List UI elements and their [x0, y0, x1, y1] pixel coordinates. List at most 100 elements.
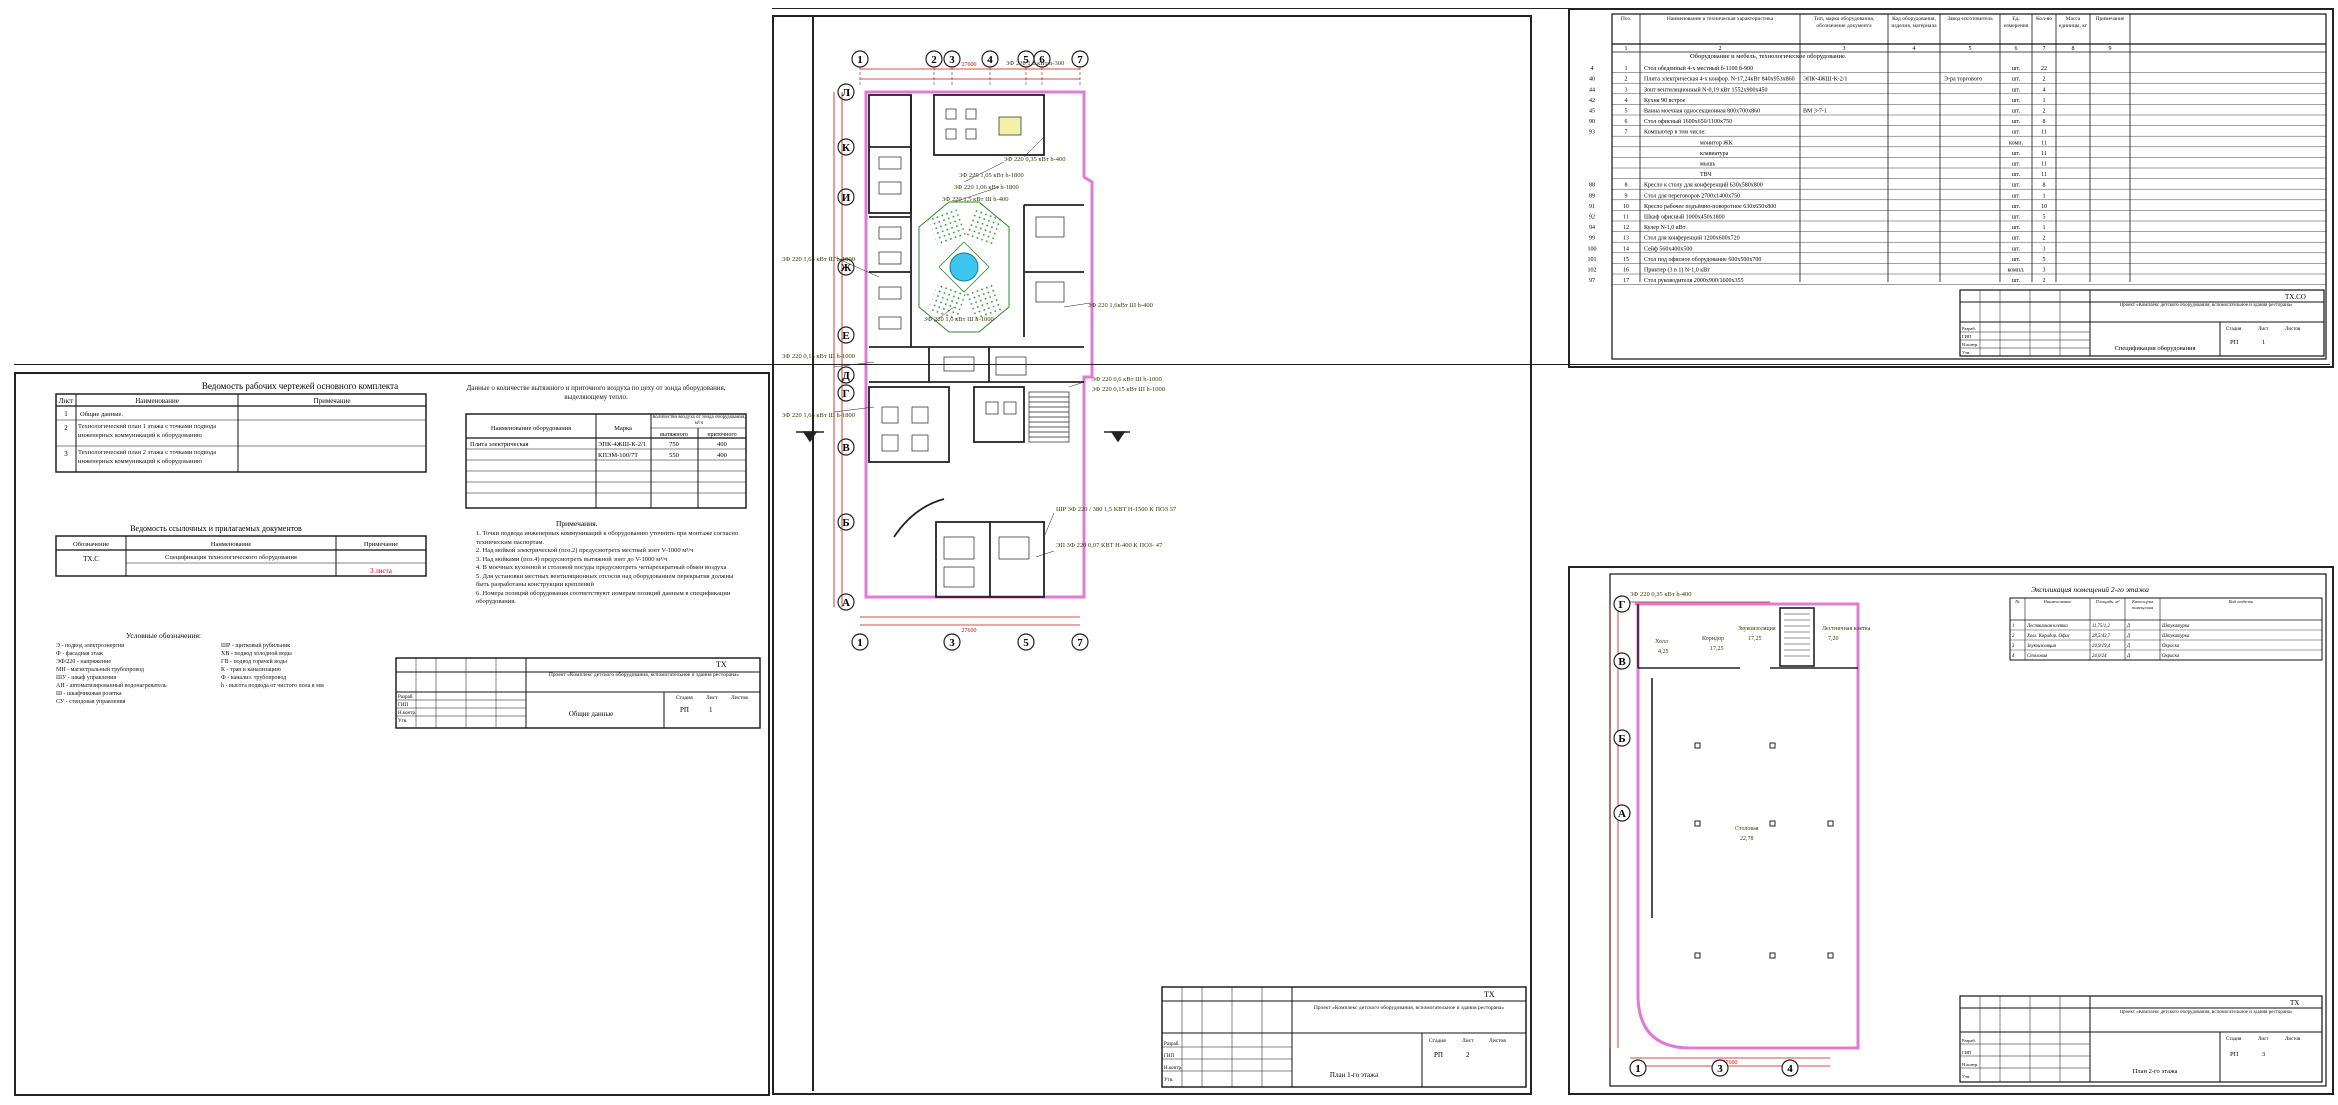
- callout-13: ШР 3Ф 220 / 380 1,5 КВТ Н-1500 К ПОЗ 37: [1056, 506, 1177, 513]
- axis-left-label: Е: [842, 330, 849, 342]
- spec-qty: 5: [2043, 215, 2046, 221]
- spec-unit: шт.: [2012, 215, 2021, 221]
- spec-name: Стол под офисное оборудование 600х500х70…: [1644, 256, 1761, 263]
- room-area-corridor: 17,25: [1710, 646, 1724, 652]
- spec-header-text: Ед. измерения: [2003, 16, 2029, 29]
- legend-item: h - высота подвода от чистого пола в мм: [221, 683, 324, 689]
- spec-unit: шт.: [2012, 77, 2021, 83]
- stamp-stage: РП: [2230, 1051, 2239, 1058]
- explication-cell: 1: [2012, 624, 2014, 629]
- stamp-sheet-title: Спецификация оборудования: [2114, 345, 2195, 352]
- legend-item: АН - автоматизированный водонагреватель: [56, 683, 167, 689]
- spec-left-code: 94: [1589, 225, 1595, 231]
- spec-unit: шт.: [2012, 246, 2021, 252]
- spec-left-code: 93: [1589, 130, 1595, 136]
- spec-name: Стол руководителя 2000х900/1600х355: [1644, 278, 1744, 284]
- title-block: ТХ Проект «Комплекс детского оборудовани…: [1161, 986, 1527, 1088]
- spec-qty: 11: [2041, 172, 2047, 178]
- spec-qty: 8: [2043, 183, 2046, 189]
- plan2-top-callout: 3Ф 220 0,35 кВт h-400: [1630, 591, 1692, 598]
- legend-item: Ф - канализ. трубопровод: [221, 675, 287, 681]
- room-label-sound: Звукоизоляция: [1738, 626, 1776, 632]
- furniture: [878, 108, 1065, 588]
- spec-unit: шт.: [2012, 130, 2021, 136]
- plan2-axis-left-label: В: [1618, 656, 1626, 668]
- spec-unit: шт.: [2012, 119, 2021, 125]
- overall-dim-bottom: 27600: [962, 628, 977, 634]
- spec-qty: 2: [2043, 236, 2046, 242]
- spec-mark: ЭПК-4ЖШ-К-2/1: [1803, 77, 1847, 83]
- stamp-code: ТХ: [2290, 999, 2299, 1007]
- air-h2: Марка: [614, 425, 632, 432]
- explication-header-cell: Площадь, м²: [2095, 599, 2119, 604]
- notes-list: 1. Точки подвода инженерных коммуникаций…: [476, 530, 746, 607]
- stamp-row: ГИП: [1164, 1054, 1175, 1059]
- explication-cell: Д: [2126, 654, 2131, 659]
- callout-5: 3Ф 220 1,5 кВт Ш h-400: [942, 196, 1008, 203]
- explication-cell: Столовая: [2027, 654, 2048, 659]
- spec-left-code: 102: [1588, 268, 1597, 274]
- stamp-label-stage: Стадия: [2226, 1037, 2242, 1042]
- stamp-sheet-title: План 1-го этажа: [1330, 1071, 1379, 1079]
- stamp-label-sheets: Листов: [2285, 1037, 2301, 1042]
- air-h1: Наименование оборудования: [491, 425, 571, 432]
- drawings-table-title: Ведомость рабочих чертежей основного ком…: [202, 381, 398, 391]
- stamp-row: Утв.: [398, 719, 407, 724]
- explication-cell: 2: [2012, 634, 2015, 639]
- axis-top-label: 7: [1077, 54, 1083, 66]
- spec-pos: 17: [1623, 278, 1629, 284]
- overall-dim-top: 27600: [962, 62, 977, 68]
- callout-7: 3Ф 220 1,0 кВт Ш h-1000: [924, 316, 994, 323]
- room-area-hall: 4,25: [1658, 649, 1669, 655]
- drawing-row-2-n: 2: [64, 424, 68, 432]
- plan2-axis-bottom-label-circle: [1629, 1059, 1647, 1077]
- legend-item: Ф - фасадная этаж: [56, 651, 103, 657]
- spec-name: Шкаф офисный 1000х450х1800: [1644, 214, 1725, 221]
- spec-qty: 3: [2043, 246, 2046, 252]
- stamp-code: ТХ: [716, 660, 727, 669]
- room-area-sound: 17,25: [1748, 636, 1762, 642]
- callouts: 3Ф 220 1,0 кВт h-300 3Ф 220 1,05 кВт h-1…: [782, 60, 1177, 549]
- stamp-row: Утв.: [1962, 1074, 1970, 1079]
- spec-unit: шт.: [2012, 162, 2021, 168]
- spec-qty: 8: [2043, 119, 2046, 125]
- stamp-label-sheet: Лист: [706, 695, 718, 701]
- spec-qty: 2: [2043, 77, 2046, 83]
- air-table: [465, 413, 747, 509]
- room-area-dining: 22,78: [1740, 836, 1754, 842]
- explication-cell: 11,75/1,2: [2092, 624, 2110, 629]
- spec-header-text: Кол-во: [2036, 16, 2052, 22]
- docs-row-name: Спецификация технологического оборудован…: [165, 554, 297, 561]
- explication-header-text: Категория помещения: [2131, 599, 2154, 610]
- spec-col-number: 5: [1969, 46, 1972, 52]
- spec-pos: 1: [1625, 66, 1628, 72]
- air-h3: Количество воздуха от зонда оборудования…: [652, 415, 746, 426]
- spec-header-cell: Завод-изготовитель: [1947, 16, 1993, 22]
- legend-item: ШУ - шкаф управления: [56, 675, 117, 681]
- spec-name: Зонт вентиляционный N-0,19 кВт 1552х900х…: [1644, 86, 1768, 93]
- connector-line: [772, 8, 2330, 9]
- spec-qty: 11: [2041, 130, 2047, 136]
- stamp-row: Н.контр.: [1962, 342, 1978, 347]
- legend-item: ЭФ/220 - напряжение: [56, 659, 111, 665]
- plan2-exterior-walls: [1635, 602, 1860, 1050]
- spec-name: Кресло к столу для конференций 630х580х8…: [1644, 182, 1763, 189]
- spec-header-cell: Ед. измерения: [2003, 16, 2029, 29]
- axis-left-label: В: [842, 442, 850, 454]
- stamp-label-sheet: Лист: [2258, 327, 2269, 332]
- spec-qty: 5: [2043, 257, 2046, 263]
- legend-col1: Э - подвод электроэнергии Ф - фасадная э…: [56, 642, 256, 706]
- callout-3: 3Ф 220 0,35 кВт h-400: [1004, 156, 1066, 163]
- stamp-stage: РП: [680, 706, 689, 714]
- plan2-axis-bottom-label: 1: [1635, 1063, 1641, 1075]
- spec-header-text: Код оборудования, изделия, материала: [1891, 16, 1937, 29]
- spec-qty: 4: [2043, 87, 2046, 93]
- spec-header-text: Масса единицы, кг: [2058, 16, 2088, 29]
- legend-item: МН - магистральный трубопровод: [56, 667, 144, 673]
- stamp-row: Н.контр.: [1164, 1066, 1182, 1071]
- explication-header-cell: №: [2015, 599, 2019, 604]
- notes-title: Примечания.: [556, 519, 598, 528]
- stamp-sheet-title: План 2-го этажа: [2133, 1068, 2178, 1075]
